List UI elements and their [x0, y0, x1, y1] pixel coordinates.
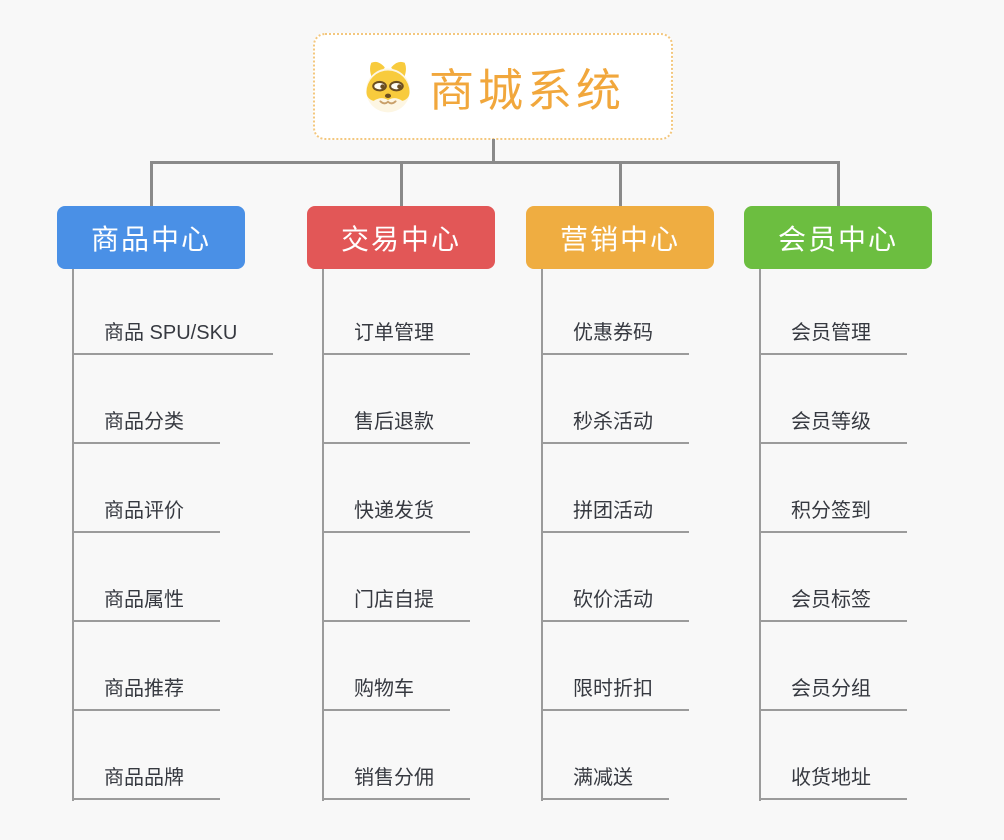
- child-node-member-center-2[interactable]: 积分签到: [759, 491, 907, 533]
- child-node-product-center-0[interactable]: 商品 SPU/SKU: [72, 313, 274, 355]
- branch-node-marketing-center[interactable]: 营销中心: [526, 206, 714, 269]
- child-node-trade-center-3[interactable]: 门店自提: [322, 580, 470, 622]
- root-node-title: 商城系统: [428, 65, 625, 116]
- connector-rail: [149, 161, 840, 164]
- connector-root-drop: [492, 139, 495, 164]
- root-node[interactable]: 商城系统: [313, 33, 673, 140]
- branch-node-trade-center[interactable]: 交易中心: [307, 206, 495, 269]
- connector-branch-drop-trade-center: [399, 161, 403, 206]
- connector-spine-marketing-center: [541, 269, 543, 801]
- child-node-marketing-center-1[interactable]: 秒杀活动: [541, 402, 689, 444]
- connector-spine-member-center: [759, 269, 761, 801]
- shiba-dog-icon: [366, 61, 410, 112]
- child-node-trade-center-4[interactable]: 购物车: [322, 669, 450, 711]
- child-node-trade-center-2[interactable]: 快递发货: [322, 491, 470, 533]
- branch-node-member-center[interactable]: 会员中心: [744, 206, 932, 269]
- child-node-marketing-center-3[interactable]: 砍价活动: [541, 580, 689, 622]
- child-node-trade-center-1[interactable]: 售后退款: [322, 402, 470, 444]
- child-node-member-center-4[interactable]: 会员分组: [759, 669, 907, 711]
- child-node-member-center-5[interactable]: 收货地址: [759, 758, 907, 800]
- child-node-trade-center-5[interactable]: 销售分佣: [322, 758, 470, 800]
- child-node-marketing-center-4[interactable]: 限时折扣: [541, 669, 689, 711]
- child-node-product-center-4[interactable]: 商品推荐: [72, 669, 220, 711]
- child-node-member-center-3[interactable]: 会员标签: [759, 580, 907, 622]
- child-node-member-center-1[interactable]: 会员等级: [759, 402, 907, 444]
- connector-branch-drop-product-center: [149, 161, 153, 206]
- connector-spine-product-center: [72, 269, 74, 801]
- child-node-marketing-center-5[interactable]: 满减送: [541, 758, 669, 800]
- child-node-product-center-3[interactable]: 商品属性: [72, 580, 220, 622]
- child-node-product-center-5[interactable]: 商品品牌: [72, 758, 220, 800]
- child-node-product-center-1[interactable]: 商品分类: [72, 402, 220, 444]
- child-node-product-center-2[interactable]: 商品评价: [72, 491, 220, 533]
- child-node-marketing-center-0[interactable]: 优惠券码: [541, 313, 689, 355]
- connector-branch-drop-member-center: [836, 161, 840, 206]
- connector-branch-drop-marketing-center: [618, 161, 622, 206]
- child-node-marketing-center-2[interactable]: 拼团活动: [541, 491, 689, 533]
- branch-node-product-center[interactable]: 商品中心: [57, 206, 245, 269]
- child-node-member-center-0[interactable]: 会员管理: [759, 313, 907, 355]
- child-node-trade-center-0[interactable]: 订单管理: [322, 313, 470, 355]
- connector-spine-trade-center: [322, 269, 324, 801]
